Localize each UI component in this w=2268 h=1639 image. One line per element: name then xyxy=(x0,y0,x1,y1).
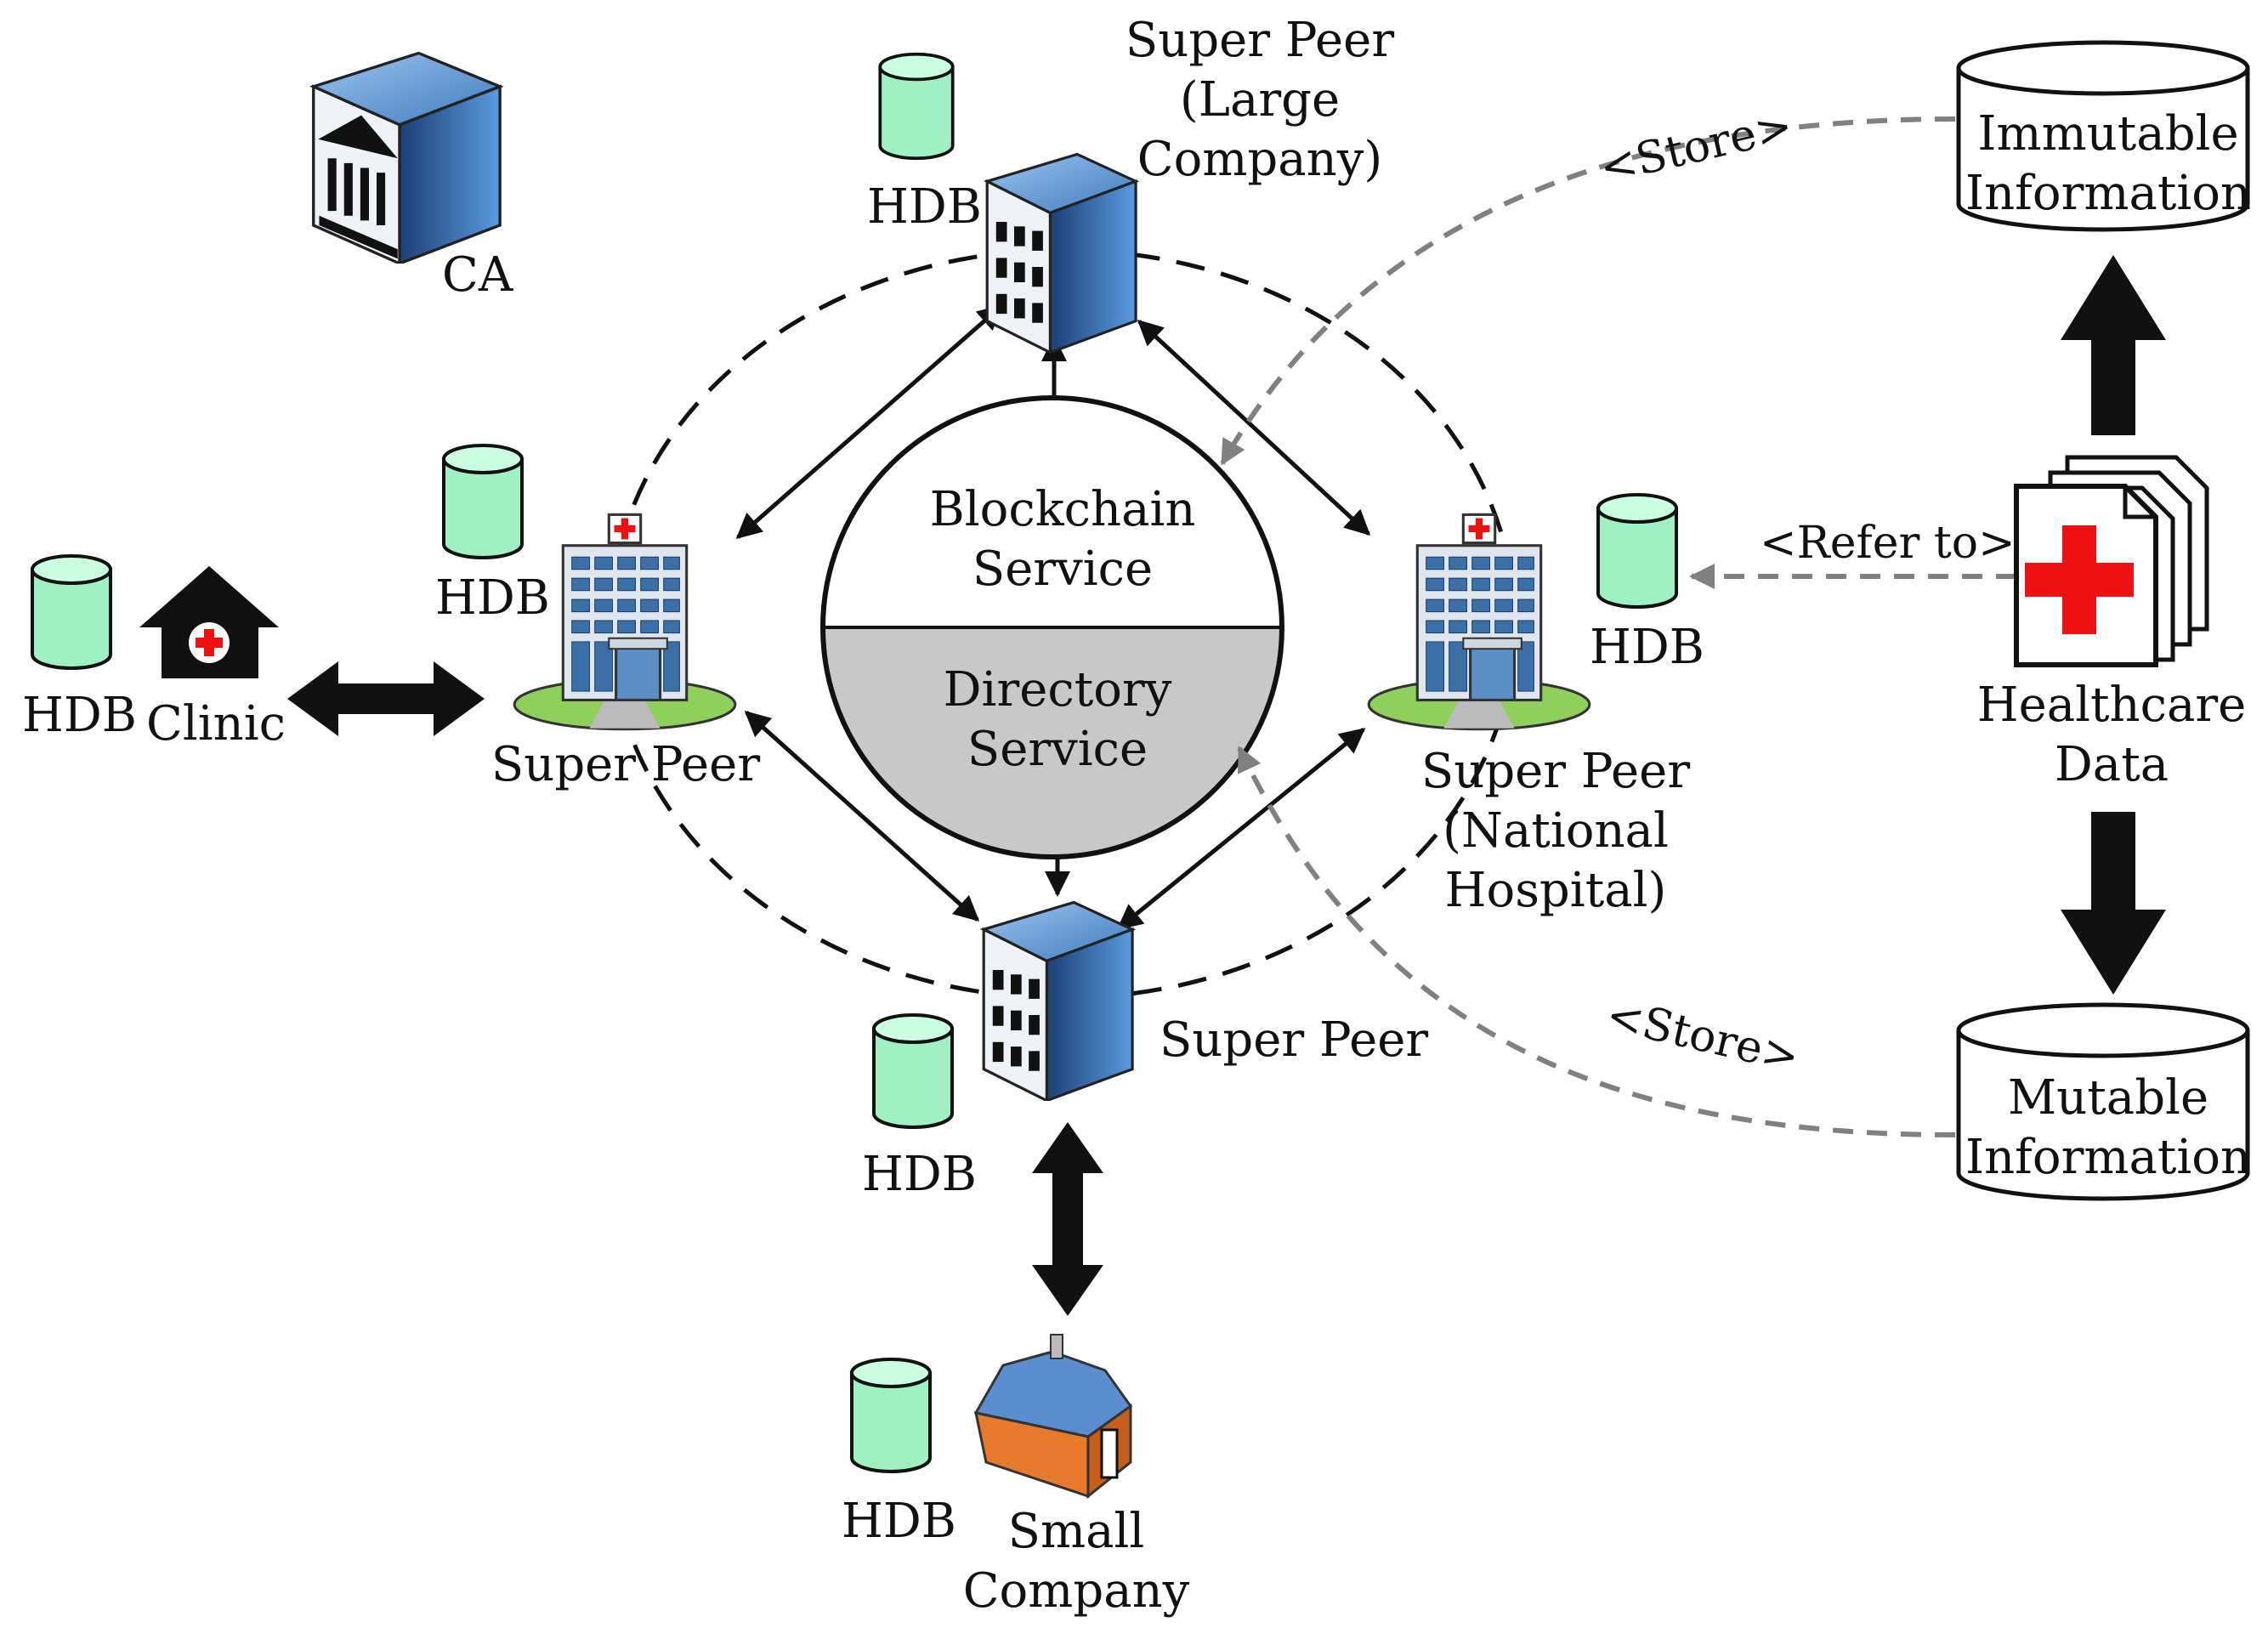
arrow-right-bottom xyxy=(1116,728,1366,930)
clinic-label: Clinic xyxy=(146,696,286,751)
central-service: Blockchain Service Directory Service xyxy=(820,395,1284,859)
server-building-icon xyxy=(982,900,1134,1101)
immutable-information-db: Immutable Information xyxy=(1956,40,2251,232)
small-company-node: HDB Small Company xyxy=(842,1334,1190,1619)
clinic-house-icon xyxy=(139,566,279,678)
hdb-small-company-label: HDB xyxy=(842,1494,956,1549)
arrow-top-right xyxy=(1137,319,1371,536)
clinic-node: HDB Clinic xyxy=(22,556,286,751)
ca-label: CA xyxy=(442,247,513,303)
immutable-line1: Immutable xyxy=(1977,106,2238,162)
small-company-line1: Small xyxy=(1008,1504,1145,1559)
hdb-bottom-peer-label: HDB xyxy=(862,1147,977,1202)
blockchain-service-line2: Service xyxy=(972,542,1153,597)
to-mutable-arrow xyxy=(2061,812,2166,995)
healthcare-data-line2: Data xyxy=(2055,737,2169,792)
hdb-top-label: HDB xyxy=(867,179,982,235)
hdb-top-icon xyxy=(880,54,952,159)
healthcare-data-node: Healthcare Data xyxy=(1977,455,2247,792)
super-peer-bottom: Super Peer HDB xyxy=(862,900,1428,1202)
mutable-line1: Mutable xyxy=(2008,1070,2208,1126)
medical-documents-icon xyxy=(2014,455,2209,667)
directory-service-line1: Directory xyxy=(944,662,1172,717)
bottom-peer-small-company-double-arrow xyxy=(1032,1122,1103,1316)
directory-service-line2: Service xyxy=(967,722,1148,777)
refer-to-label: <Refer to> xyxy=(1760,518,2016,569)
super-peer-national-hospital: HDB Super Peer (National Hospital) xyxy=(1367,495,1704,918)
hdb-right-peer-icon xyxy=(1598,495,1676,607)
store-label-bottom: <Store> xyxy=(1602,990,1804,1083)
national-hospital-line1: Super Peer xyxy=(1421,744,1690,799)
left-peer-label: Super Peer xyxy=(491,737,760,792)
small-company-line2: Company xyxy=(963,1563,1190,1619)
store-label-top: <Store> xyxy=(1595,100,1797,194)
national-hospital-line3: Hospital) xyxy=(1445,863,1667,918)
store-mutable-flow xyxy=(1237,746,1956,1137)
hospital-building-icon xyxy=(1367,513,1591,731)
store-immutable-flow xyxy=(1220,116,1956,466)
hdb-bottom-peer-icon xyxy=(874,1015,952,1127)
clinic-peer-double-arrow xyxy=(287,661,485,736)
server-building-icon xyxy=(985,152,1137,353)
blockchain-service-line1: Blockchain xyxy=(930,482,1196,537)
national-hospital-line2: (National xyxy=(1443,803,1669,859)
healthcare-data-line1: Healthcare xyxy=(1977,678,2247,733)
super-peer-large-company: HDB Super Peer (Large Company) xyxy=(867,13,1394,353)
large-company-line2: (Large xyxy=(1180,72,1340,128)
hdb-clinic-icon xyxy=(32,556,111,668)
hdb-left-peer-icon xyxy=(444,445,522,558)
hdb-right-peer-label: HDB xyxy=(1590,620,1704,675)
to-immutable-arrow xyxy=(2061,255,2166,435)
immutable-line2: Information xyxy=(1965,166,2251,221)
large-company-line3: Company) xyxy=(1137,132,1382,187)
mutable-information-db: Mutable Information xyxy=(1956,1002,2251,1201)
small-house-icon xyxy=(973,1334,1133,1500)
bottom-peer-label: Super Peer xyxy=(1160,1012,1428,1068)
ca-node: CA xyxy=(312,51,513,303)
hdb-clinic-label: HDB xyxy=(22,688,137,743)
bank-server-icon xyxy=(312,51,502,264)
arrow-top-left xyxy=(735,304,1004,539)
hdb-left-peer-label: HDB xyxy=(435,570,550,626)
large-company-line1: Super Peer xyxy=(1125,13,1394,68)
peer-ring xyxy=(608,247,1517,1001)
hdb-small-company-icon xyxy=(852,1359,930,1472)
super-peer-left: HDB Super Peer xyxy=(435,445,760,792)
arrow-left-bottom xyxy=(744,710,980,922)
mutable-line2: Information xyxy=(1965,1130,2251,1185)
